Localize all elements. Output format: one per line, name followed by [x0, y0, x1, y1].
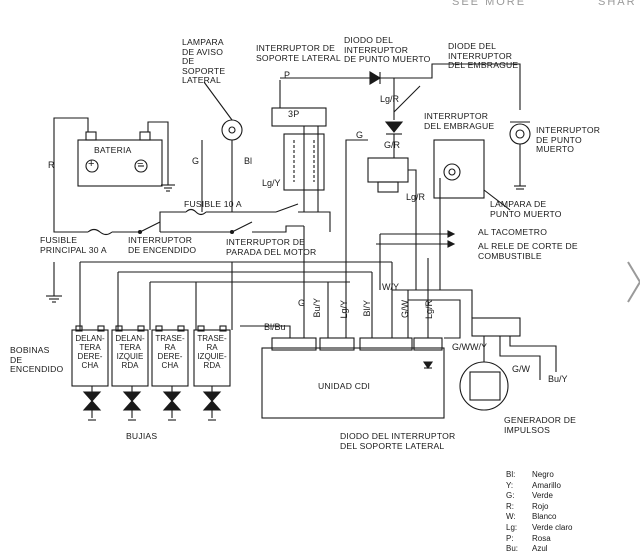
- wire-buy-cdi: Bu/Y: [312, 298, 322, 318]
- legend-row: R: Rojo: [506, 502, 572, 513]
- label-side-stand-lamp: LAMPARA DE AVISO DE SOPORTE LATERAL: [182, 37, 226, 86]
- wire-p: P: [284, 70, 291, 80]
- label-fuel-relay: AL RELE DE CORTE DE COMBUSTIBLE: [478, 241, 578, 261]
- spark-plugs: [82, 391, 222, 411]
- legend-code: Bl:: [506, 470, 516, 479]
- legend-color-name: Blanco: [532, 512, 557, 522]
- wire-lgr-mid: Lg/R: [406, 192, 426, 202]
- legend-code: P:: [506, 533, 514, 543]
- wire-gw: G/W: [400, 300, 410, 318]
- wire-buy-gen: Bu/Y: [548, 374, 568, 384]
- battery-plus: +: [88, 158, 95, 170]
- battery-minus: −: [137, 158, 144, 170]
- legend-code: R:: [506, 501, 514, 511]
- legend-code: Bu:: [506, 544, 519, 552]
- legend-row: G: Verde: [506, 491, 572, 502]
- label-fuse-30: FUSIBLE PRINCIPAL 30 A: [40, 235, 107, 255]
- legend-color-name: Rosa: [532, 533, 551, 543]
- wire-wy: W/Y: [382, 282, 399, 292]
- label-pulse-generator: GENERADOR DE IMPULSOS: [504, 415, 577, 435]
- side-stand-lamp: [221, 119, 243, 141]
- wire-g-lamp: G: [192, 156, 200, 166]
- next-arrow-button[interactable]: [620, 258, 640, 306]
- cdi-unit: [261, 337, 445, 419]
- label-side-stand-diode: DIODO DEL INTERRUPTOR DEL SOPORTE LATERA…: [340, 431, 456, 451]
- battery-symbol: [77, 131, 163, 187]
- legend-row: Bu: Azul: [506, 544, 572, 552]
- label-3p-connector: 3P: [288, 109, 300, 119]
- wire-gr: G/R: [384, 140, 401, 150]
- coil-rear-right: TRASE- RA DERE- CHA: [155, 334, 185, 370]
- legend-row: Lg: Verde claro: [506, 523, 572, 534]
- coil-rear-left: TRASE- RA IZQUIE- RDA: [197, 334, 227, 370]
- legend-row: Y: Amarillo: [506, 481, 572, 492]
- label-cdi-unit: UNIDAD CDI: [318, 381, 371, 391]
- label-neutral-switch: INTERRUPTOR DE PUNTO MUERTO: [536, 125, 601, 155]
- wire-blbu: Bl/Bu: [264, 322, 286, 332]
- label-neutral-diode: DIODO DEL INTERRUPTOR DE PUNTO MUERTO: [344, 35, 431, 65]
- label-clutch-diode: DIODE DEL INTERRUPTOR DEL EMBRAGUE: [448, 41, 519, 71]
- label-battery: BATERIA: [94, 145, 132, 155]
- clutch-switch: [367, 157, 409, 193]
- label-ignition-switch: INTERRUPTOR DE ENCENDIDO: [128, 235, 197, 255]
- label-side-stand-switch: INTERRUPTOR DE SOPORTE LATERAL: [256, 43, 341, 63]
- label-tachometer: AL TACOMETRO: [478, 227, 548, 237]
- legend-code: G:: [506, 491, 515, 501]
- coil-front-right: DELAN- TERA DERE- CHA: [75, 334, 105, 370]
- label-ignition-coils: BOBINAS DE ENCENDIDO: [10, 345, 64, 375]
- top-bar: SEE MORE SHAR: [0, 0, 640, 12]
- wire-lgr-cdi: Lg/R: [424, 300, 434, 320]
- chevron-right-icon: [627, 261, 640, 303]
- wire-lgr-top: Lg/R: [380, 94, 400, 104]
- legend-row: Bl: Negro: [506, 470, 572, 481]
- see-more-link[interactable]: SEE MORE: [452, 0, 527, 8]
- legend-color-name: Rojo: [532, 501, 549, 511]
- legend-code: Y:: [506, 480, 514, 490]
- ignition-switch-contact: [139, 221, 161, 233]
- wire-r: R: [48, 160, 55, 170]
- label-engine-stop-switch: INTERRUPTOR DE PARADA DEL MOTOR: [226, 237, 317, 257]
- wire-lgy-cdi: Lg/Y: [339, 300, 349, 319]
- ignition-coils-symbols: [71, 325, 231, 387]
- label-neutral-lamp: LAMPARA DE PUNTO MUERTO: [490, 199, 562, 219]
- legend-row: P: Rosa: [506, 534, 572, 545]
- legend-color-name: Azul: [532, 544, 548, 552]
- legend-color-name: Verde: [532, 491, 553, 501]
- pulse-generator: [459, 317, 521, 411]
- coil-front-left: DELAN- TERA IZQUIE RDA: [115, 334, 145, 370]
- legend-color-name: Amarillo: [532, 480, 561, 490]
- legend-color-name: Negro: [532, 470, 554, 479]
- label-clutch-switch: INTERRUPTOR DEL EMBRAGUE: [424, 111, 495, 131]
- neutral-switch: [509, 121, 531, 145]
- wire-bly: Bl/Y: [362, 300, 372, 317]
- wire-g-clutch: G: [356, 130, 364, 140]
- wire-gw-gen: G/W: [512, 364, 530, 374]
- legend-code: Lg:: [506, 522, 518, 532]
- label-spark-plugs: BUJIAS: [126, 431, 158, 441]
- wire-g-cdi: G: [298, 298, 306, 308]
- label-fuse-10: FUSIBLE 10 A: [184, 199, 242, 209]
- share-link[interactable]: SHAR: [598, 0, 637, 8]
- wire-lgy: Lg/Y: [262, 178, 281, 188]
- legend-color-name: Verde claro: [532, 522, 573, 532]
- neutral-lamp: [433, 139, 485, 199]
- legend-row: W: Blanco: [506, 512, 572, 523]
- wire-bl: Bl: [244, 156, 253, 166]
- wire-gwwy: G/WW/Y: [452, 342, 487, 352]
- legend-code: W:: [506, 512, 516, 522]
